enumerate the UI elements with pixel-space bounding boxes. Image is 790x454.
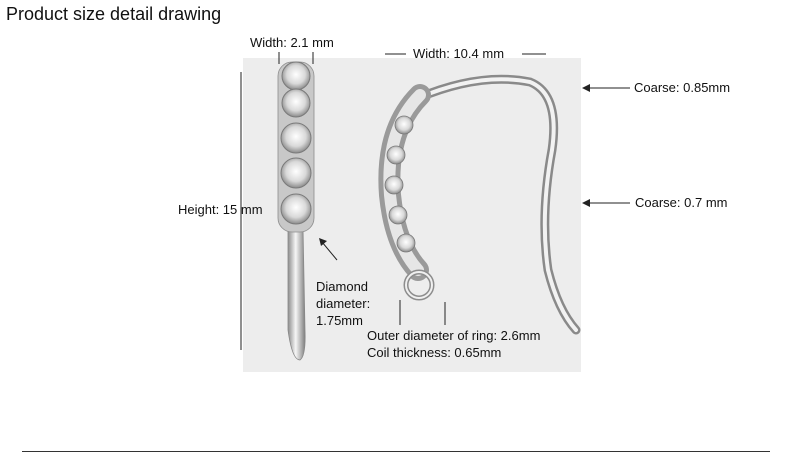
page-title: Product size detail drawing	[6, 4, 222, 24]
coil-thickness-label: Coil thickness: 0.65mm	[367, 345, 502, 360]
dimension-lines	[240, 52, 630, 350]
diamond-diameter-label: Diamond diameter: 1.75mm	[316, 279, 371, 328]
hook-width-label: Width: 10.4 mm	[413, 46, 505, 61]
ring-outer-diameter-label: Outer diameter of ring: 2.6mm	[367, 328, 541, 343]
diamond-stones	[280, 61, 312, 225]
bottom-divider	[22, 451, 770, 452]
side-view-earring	[378, 74, 581, 335]
dimension-arrows	[319, 84, 590, 246]
coarse-mid-label: Coarse: 0.7 mm	[635, 195, 728, 210]
height-label: Height: 15 mm	[178, 202, 263, 217]
side-stones	[384, 115, 416, 253]
coarse-top-label: Coarse: 0.85mm	[634, 80, 731, 95]
front-view-earring	[277, 61, 315, 361]
stone-width-label: Width: 2.1 mm	[250, 35, 334, 50]
